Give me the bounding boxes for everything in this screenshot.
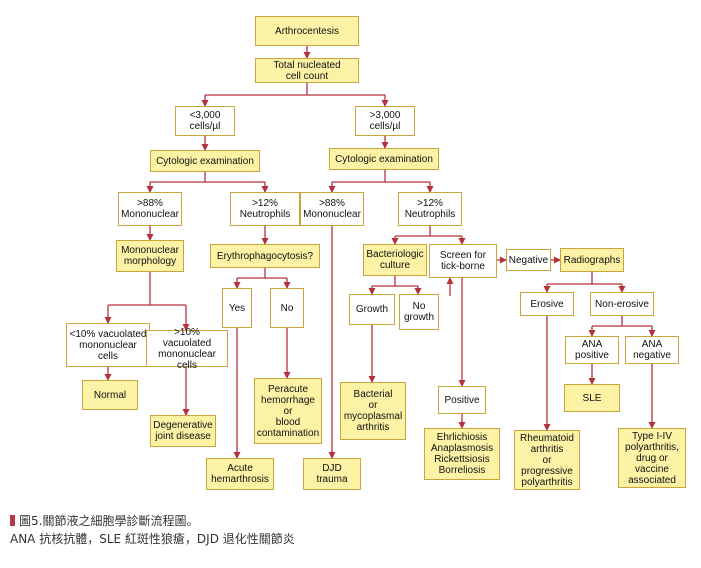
sle-box: SLE bbox=[564, 384, 620, 412]
negative-box: Negative bbox=[506, 249, 551, 271]
erosive-box: Erosive bbox=[520, 292, 574, 316]
no-growth-box: No growth bbox=[399, 294, 439, 330]
growth-box: Growth bbox=[349, 294, 395, 325]
ehrlichiosis-box: Ehrlichiosis Anaplasmosis Rickettsiosis … bbox=[424, 428, 500, 480]
radiographs-box: Radiographs bbox=[560, 248, 624, 272]
ana-negative-box: ANA negative bbox=[625, 336, 679, 364]
screen-tick-borne-box: Screen for tick-borne bbox=[429, 244, 497, 278]
cytologic-exam-left-box: Cytologic examination bbox=[150, 150, 260, 172]
arthrocentesis-box: Arthrocentesis bbox=[255, 16, 359, 46]
neutrophils-12-left-box: >12% Neutrophils bbox=[230, 192, 300, 226]
positive-box: Positive bbox=[438, 386, 486, 414]
yes-box: Yes bbox=[222, 288, 252, 328]
figure-caption-abbreviations: ANA 抗核抗體，SLE 紅斑性狼瘡，DJD 退化性關節炎 bbox=[10, 532, 295, 546]
neutrophils-12-right-box: >12% Neutrophils bbox=[398, 192, 462, 226]
peracute-hemorrhage-box: Peracute hemorrhage or blood contaminati… bbox=[254, 378, 322, 444]
lt-10-vacuolated-box: <10% vacuolated mononuclear cells bbox=[66, 323, 150, 367]
erythrophagocytosis-box: Erythrophagocytosis? bbox=[210, 244, 320, 268]
gt-3000-cells-box: >3,000 cells/µl bbox=[355, 106, 415, 136]
total-nucleated-cell-count-box: Total nucleated cell count bbox=[255, 58, 359, 83]
lt-3000-cells-box: <3,000 cells/µl bbox=[175, 106, 235, 136]
flowchart-connectors bbox=[104, 46, 656, 459]
caption-marker bbox=[10, 515, 15, 526]
mononuclear-morphology-box: Mononuclear morphology bbox=[116, 240, 184, 272]
figure-caption-title: 圖5.關節液之細胞學診斷流程圖。 bbox=[10, 512, 198, 529]
type-iv-polyarthritis-box: Type I-IV polyarthritis, drug or vaccine… bbox=[618, 428, 686, 488]
bacteriologic-culture-box: Bacteriologic culture bbox=[363, 244, 427, 276]
mononuclear-88-right-box: >88% Mononuclear bbox=[300, 192, 364, 226]
normal-box: Normal bbox=[82, 380, 138, 410]
mononuclear-88-left-box: >88% Mononuclear bbox=[118, 192, 182, 226]
rheumatoid-arthritis-box: Rheumatoid arthritis or progressive poly… bbox=[514, 430, 580, 490]
figure-caption-title-text: 圖5.關節液之細胞學診斷流程圖。 bbox=[19, 514, 199, 528]
cytologic-exam-right-box: Cytologic examination bbox=[329, 148, 439, 170]
djd-trauma-box: DJD trauma bbox=[303, 458, 361, 490]
acute-hemarthrosis-box: Acute hemarthrosis bbox=[206, 458, 274, 490]
bacterial-mycoplasmal-box: Bacterial or mycoplasmal arthritis bbox=[340, 382, 406, 440]
gt-10-vacuolated-box: >10% vacuolated mononuclear cells bbox=[146, 327, 228, 371]
non-erosive-box: Non-erosive bbox=[590, 292, 654, 316]
degenerative-joint-disease-box: Degenerative joint disease bbox=[150, 415, 216, 447]
no-box: No bbox=[270, 288, 304, 328]
ana-positive-box: ANA positive bbox=[565, 336, 619, 364]
